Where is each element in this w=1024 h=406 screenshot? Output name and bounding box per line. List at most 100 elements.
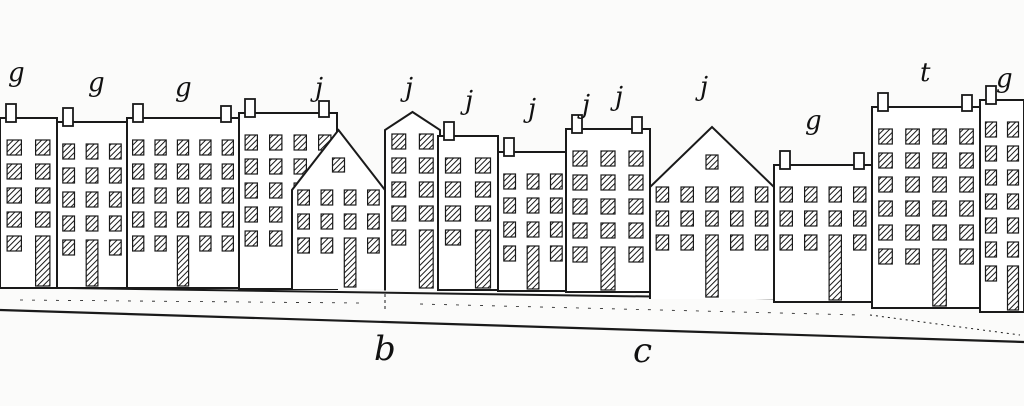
window (932, 176, 947, 193)
door (343, 237, 357, 288)
building-label-13: g (996, 64, 1013, 94)
window (828, 186, 842, 203)
window (503, 173, 517, 190)
chimney (961, 94, 973, 112)
window (878, 176, 893, 193)
window (320, 237, 334, 254)
window (154, 163, 167, 180)
window (176, 163, 190, 180)
window (6, 163, 23, 180)
window (154, 235, 167, 252)
window (221, 187, 234, 204)
window (628, 246, 644, 263)
window (905, 248, 920, 265)
window (1006, 145, 1020, 162)
window (959, 248, 974, 265)
window (959, 128, 974, 145)
chimney (985, 85, 997, 105)
window (418, 157, 434, 174)
window (132, 187, 145, 204)
window (62, 239, 76, 256)
window (1006, 169, 1020, 186)
window (1006, 241, 1020, 258)
window (680, 234, 694, 251)
window (779, 210, 793, 227)
chimney (132, 103, 144, 123)
chimney (318, 100, 330, 118)
window (572, 246, 588, 263)
window (600, 150, 616, 167)
building-label-6: j (465, 86, 474, 116)
window (418, 181, 434, 198)
window (1006, 193, 1020, 210)
window (85, 167, 99, 184)
window (418, 133, 434, 150)
window (293, 134, 308, 151)
chimney (443, 121, 455, 141)
window (391, 157, 407, 174)
window (959, 224, 974, 241)
window (154, 211, 167, 228)
window (572, 198, 588, 215)
window (132, 235, 145, 252)
window (905, 224, 920, 241)
building-label-10: j (700, 72, 709, 102)
window (803, 186, 818, 203)
street-label-b: b (374, 329, 396, 369)
window (526, 197, 540, 214)
window (297, 189, 310, 206)
window (572, 222, 588, 239)
window (269, 230, 283, 247)
chimney (5, 103, 17, 123)
window (803, 210, 818, 227)
window (154, 187, 167, 204)
window (878, 224, 893, 241)
window (803, 234, 818, 251)
window (549, 245, 563, 262)
window (932, 224, 947, 241)
window (221, 139, 234, 156)
door (705, 234, 719, 298)
window (62, 191, 76, 208)
window (199, 139, 212, 156)
window (549, 221, 563, 238)
chimney (503, 137, 515, 157)
window (984, 241, 998, 258)
window (549, 197, 563, 214)
window (628, 222, 644, 239)
window (85, 191, 99, 208)
window (108, 239, 122, 256)
chimney (220, 105, 232, 123)
building-label-7: j (528, 94, 537, 124)
window (655, 210, 670, 227)
window (444, 205, 462, 222)
window (269, 182, 283, 199)
window (34, 187, 51, 204)
window (269, 158, 283, 175)
window (526, 173, 540, 190)
window (132, 139, 145, 156)
window (199, 211, 212, 228)
window (600, 174, 616, 191)
window (754, 186, 769, 203)
window (221, 211, 234, 228)
window (905, 200, 920, 217)
window (221, 235, 234, 252)
window (729, 186, 744, 203)
building-label-12: t (920, 58, 931, 88)
window (959, 152, 974, 169)
window (297, 237, 310, 254)
window (628, 174, 644, 191)
window (444, 229, 462, 246)
chimney (244, 98, 256, 118)
door (932, 248, 947, 307)
window (62, 167, 76, 184)
window (320, 189, 334, 206)
window (705, 210, 719, 227)
window (878, 152, 893, 169)
window (297, 213, 310, 230)
window (244, 134, 259, 151)
window (269, 206, 283, 223)
window (932, 200, 947, 217)
